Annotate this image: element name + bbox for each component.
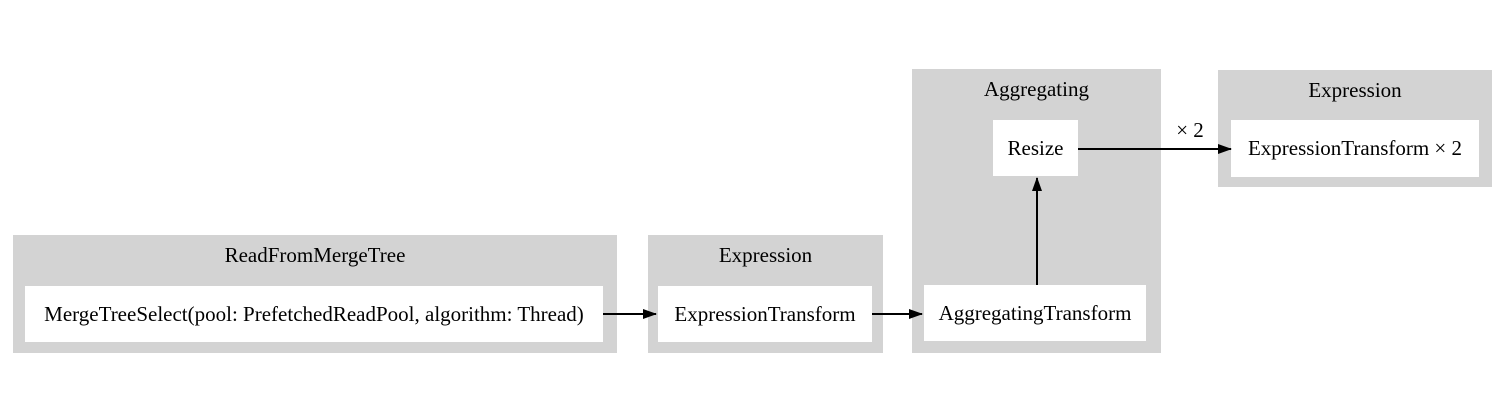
node-expression-transform: ExpressionTransform (658, 286, 872, 342)
node-merge-tree-select: MergeTreeSelect(pool: PrefetchedReadPool… (25, 286, 603, 342)
cluster-expression-1-title: Expression (718, 243, 813, 267)
node-expression-transform-x2: ExpressionTransform × 2 (1231, 120, 1479, 177)
node-aggregating-transform: AggregatingTransform (924, 285, 1146, 341)
cluster-readfrommergetree-title: ReadFromMergeTree (224, 243, 406, 267)
edge-multiplier-label: × 2 (1176, 118, 1204, 142)
cluster-aggregating-title: Aggregating (984, 77, 1089, 101)
cluster-expression-2-title: Expression (1308, 78, 1402, 102)
node-resize: Resize (993, 120, 1078, 176)
